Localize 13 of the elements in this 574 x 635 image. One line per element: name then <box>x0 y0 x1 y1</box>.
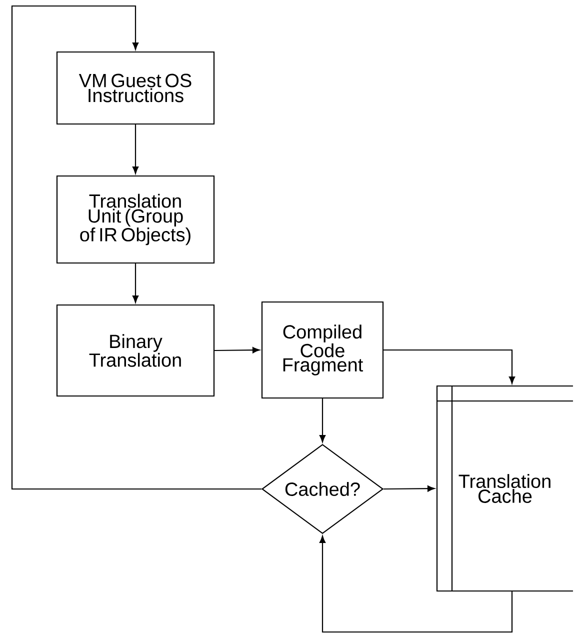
arrow <box>384 486 435 492</box>
arrow <box>11 5 262 490</box>
arrow <box>132 124 139 174</box>
process-box: Translation Unit (Group of IR Objects) <box>56 175 215 264</box>
arrow <box>319 398 326 442</box>
process-box: Binary Translation <box>56 304 215 397</box>
arrow <box>132 264 139 303</box>
cache-store-box: Translation Cache <box>436 385 573 592</box>
arrow <box>319 536 513 633</box>
arrow <box>214 347 260 354</box>
process-box: Compiled Code Fragment <box>261 301 384 399</box>
process-box: VM Guest OS Instructions <box>56 51 215 125</box>
arrow <box>384 349 516 384</box>
